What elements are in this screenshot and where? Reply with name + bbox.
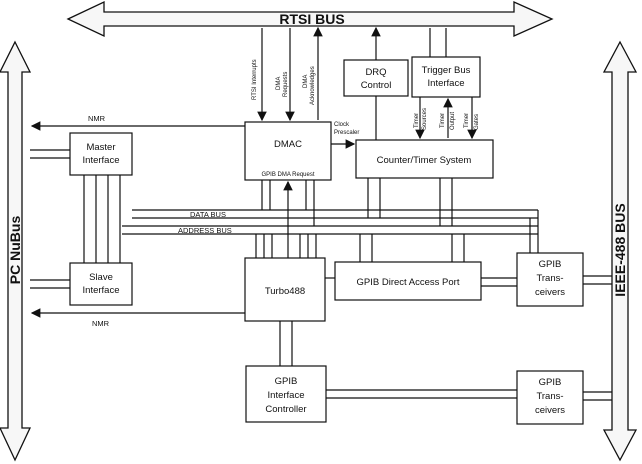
trigger-bus-interface-line2: Interface xyxy=(428,78,465,89)
rtsi-interrupts-label: RTSI Interrupts xyxy=(252,59,258,100)
timer-output-line1: Timer xyxy=(440,113,446,128)
pc-nubus xyxy=(0,40,32,462)
clock-prescaler-line2: Prescaler xyxy=(334,130,359,136)
ieee488-bus xyxy=(602,40,638,462)
timer-sources-line2: Sources xyxy=(422,108,428,130)
gpib-transceivers-top-block xyxy=(516,252,584,307)
controller-to-transceivers xyxy=(326,389,517,399)
data-bus-label: DATA BUS xyxy=(190,210,226,219)
gpib-interface-controller-line2: Interface xyxy=(268,390,305,401)
slave-interface-line1: Slave xyxy=(89,272,113,283)
gpib-dma-request-label: GPIB DMA Request xyxy=(261,172,314,178)
gpib-transceivers-top-line1: GPIB xyxy=(539,259,562,270)
dma-requests-line1: DMA xyxy=(276,77,282,90)
transceivers-to-ieee-bottom xyxy=(583,391,612,401)
nmr-top-label: NMR xyxy=(88,114,106,123)
trigger-bus-interface-block xyxy=(411,56,481,98)
gpib-transceivers-top-line2: Trans- xyxy=(536,273,563,284)
gpib-direct-access-port-block xyxy=(334,261,482,301)
gpib-interface-controller-line3: Controller xyxy=(265,404,306,415)
transceivers-to-ieee-top xyxy=(583,275,612,285)
port-to-transceivers xyxy=(481,277,517,287)
dma-requests-line2: Requests xyxy=(283,72,289,97)
data-bus-lines xyxy=(132,209,538,219)
clock-prescaler-line1: Clock xyxy=(334,122,350,128)
gpib-transceivers-top-line3: ceivers xyxy=(535,287,565,298)
master-interface-line2: Interface xyxy=(83,155,120,166)
bus-right-connector xyxy=(529,210,539,253)
master-interface-block xyxy=(69,132,133,176)
dma-acknowledges-line1: DMA xyxy=(303,75,309,88)
dma-acknowledges-line2: Acknowledges xyxy=(310,66,316,105)
timer-sources-line1: Timer xyxy=(414,113,420,128)
trigger-to-rtsi-link xyxy=(429,28,447,57)
address-bus-label: ADDRESS BUS xyxy=(178,226,232,235)
rtsi-bus-label: RTSI BUS xyxy=(279,11,344,27)
slave-interface-line2: Interface xyxy=(83,285,120,296)
slave-to-nubus xyxy=(30,279,70,289)
turbo488-bus-links xyxy=(255,234,317,258)
dmac-bus-links xyxy=(261,180,315,226)
counter-timer-system-block xyxy=(355,139,494,179)
rtsi-bus xyxy=(66,0,554,38)
gpib-transceivers-bottom-line3: ceivers xyxy=(535,405,565,416)
dmac-block xyxy=(244,121,332,181)
slave-interface-block xyxy=(69,262,133,306)
counter-timer-bus-links xyxy=(367,178,453,226)
dmac-label: DMAC xyxy=(274,139,302,150)
nmr-bottom-label: NMR xyxy=(92,319,110,328)
master-to-nubus xyxy=(30,149,70,159)
master-interface-line1: Master xyxy=(86,142,115,153)
master-slave-links xyxy=(83,175,121,263)
timer-output-line2: Output xyxy=(450,112,456,130)
turbo488-block xyxy=(244,257,326,322)
gpib-transceivers-bottom-line2: Trans- xyxy=(536,391,563,402)
gpib-interface-controller-line1: GPIB xyxy=(275,376,298,387)
turbo488-label: Turbo488 xyxy=(265,286,305,297)
timer-gates-line2: Gates xyxy=(474,114,480,130)
drq-control-line2: Control xyxy=(361,80,392,91)
counter-timer-system-label: Counter/Timer System xyxy=(377,155,472,166)
ieee488-bus-label: IEEE-488 BUS xyxy=(612,203,628,296)
pc-nubus-label: PC NuBus xyxy=(7,216,23,285)
trigger-bus-interface-line1: Trigger Bus xyxy=(422,65,471,76)
gpib-direct-access-port-label: GPIB Direct Access Port xyxy=(357,277,460,288)
address-bus-lines xyxy=(122,225,538,235)
timer-gates-line1: Timer xyxy=(464,113,470,128)
port-bus-links xyxy=(359,234,465,262)
drq-control-line1: DRQ xyxy=(365,67,386,78)
gpib-transceivers-bottom-line1: GPIB xyxy=(539,377,562,388)
turbo488-to-controller xyxy=(279,321,293,366)
gpib-interface-controller-block xyxy=(245,365,327,423)
